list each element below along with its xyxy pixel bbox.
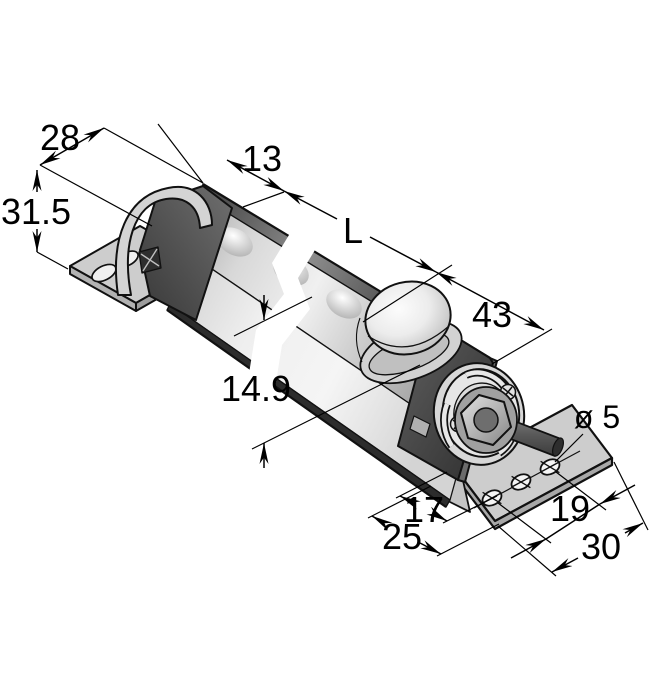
dimension-13 xyxy=(157,123,285,208)
cable-gland xyxy=(473,407,499,433)
led-dome-1 xyxy=(217,227,253,257)
cap-label-detail xyxy=(409,415,431,438)
dimension-31-5 xyxy=(32,170,69,270)
sensor-housing xyxy=(166,183,491,508)
cable-end xyxy=(551,437,565,457)
dimension-14-9 xyxy=(233,295,421,468)
dim-label-17: 17 xyxy=(404,489,444,530)
dim-label-14-9: 14.9 xyxy=(221,368,291,409)
dimension-19 xyxy=(497,471,636,559)
dimension-dia5-leader xyxy=(554,433,584,463)
collar-seam xyxy=(355,317,363,363)
dim-label-19: 19 xyxy=(550,488,590,529)
dim-label-30: 30 xyxy=(581,526,621,567)
dim-label-28: 28 xyxy=(40,117,80,158)
dimension-annotations xyxy=(32,123,649,577)
dimension-L xyxy=(283,190,437,273)
dimension-17 xyxy=(395,471,498,524)
dimension-30 xyxy=(497,461,649,577)
dimension-labels: 28 31.5 13 L 43 14.9 ø 5 17 25 19 30 xyxy=(1,117,621,567)
dim-label-43: 43 xyxy=(472,294,512,335)
dim-label-25: 25 xyxy=(382,516,422,557)
mounting-strap xyxy=(115,185,213,296)
dim-label-31-5: 31.5 xyxy=(1,191,71,232)
connector-assembly xyxy=(432,362,565,466)
dimension-28 xyxy=(39,127,204,227)
break-symbol xyxy=(247,230,318,401)
lens-dome-assembly xyxy=(355,280,463,385)
dim-label-L: L xyxy=(343,210,363,251)
led-dome-3 xyxy=(326,289,362,319)
dim-label-13: 13 xyxy=(242,138,282,179)
dim-label-dia5: ø 5 xyxy=(574,399,620,435)
dimension-43 xyxy=(362,264,553,365)
dimension-25 xyxy=(367,485,500,557)
